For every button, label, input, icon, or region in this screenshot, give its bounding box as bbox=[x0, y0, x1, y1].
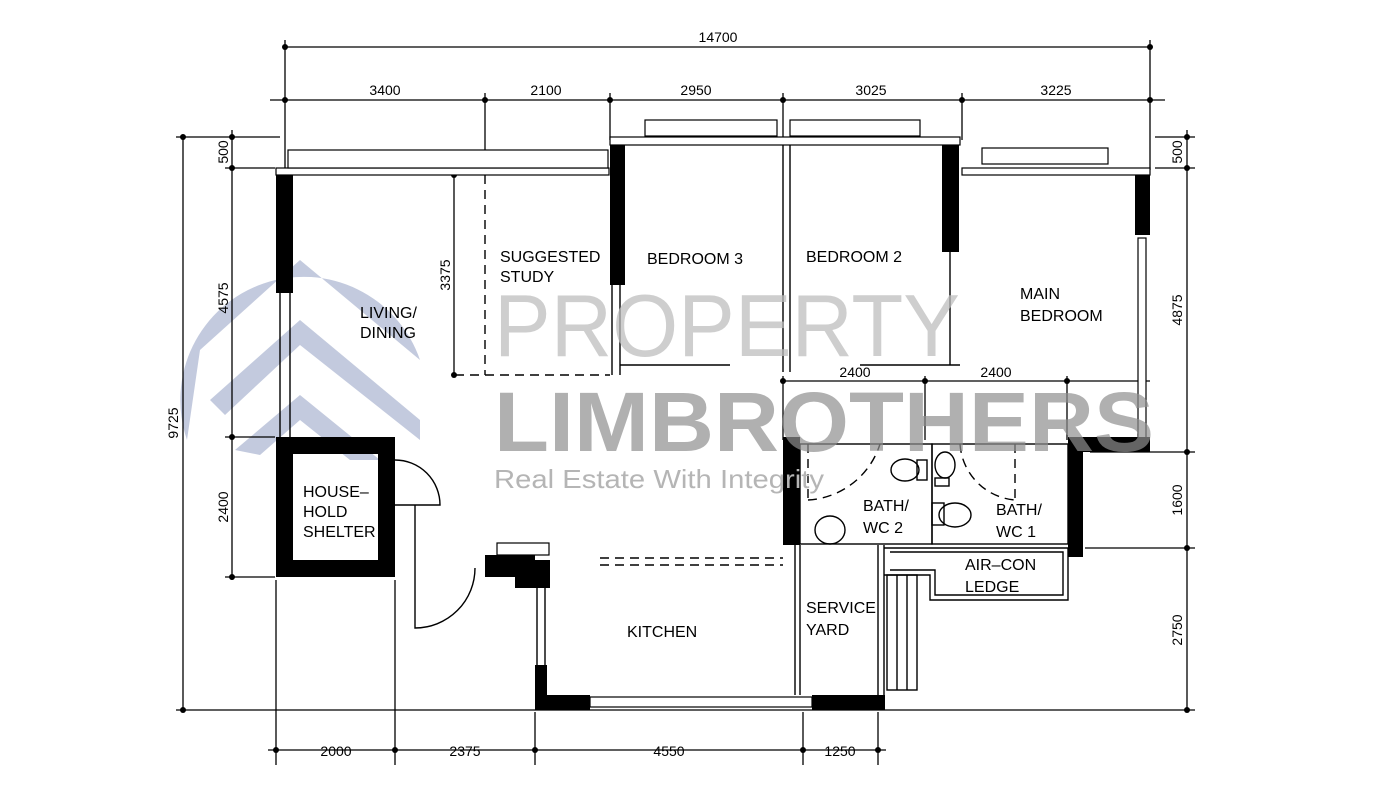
dim-right-3: 1600 bbox=[1169, 484, 1185, 515]
watermark: PROPERTY LIMBROTHERS Real Estate With In… bbox=[494, 276, 1154, 494]
dim-left-1: 500 bbox=[215, 140, 231, 164]
dim-bath-2-width: 2400 bbox=[839, 364, 870, 380]
dim-top-5: 3225 bbox=[1040, 82, 1071, 98]
dim-top-4: 3025 bbox=[855, 82, 886, 98]
room-kitchen: KITCHEN bbox=[627, 624, 697, 641]
dimension-labels: 14700 3400 2100 2950 3025 3225 9725 500 … bbox=[165, 29, 1185, 759]
walls bbox=[275, 119, 1151, 710]
dim-study-depth: 3375 bbox=[437, 259, 453, 290]
room-bedroom-2: BEDROOM 2 bbox=[806, 249, 902, 266]
room-bedroom-3: BEDROOM 3 bbox=[647, 251, 743, 268]
dim-overall-width: 14700 bbox=[699, 29, 738, 45]
dim-top-1: 3400 bbox=[369, 82, 400, 98]
dim-bottom-4: 1250 bbox=[824, 743, 855, 759]
dim-bottom-2: 2375 bbox=[449, 743, 480, 759]
room-bath-wc-2: BATH/WC 2 bbox=[863, 498, 909, 537]
dim-top-2: 2100 bbox=[530, 82, 561, 98]
dim-bottom-1: 2000 bbox=[320, 743, 351, 759]
room-bath-wc-1: BATH/WC 1 bbox=[996, 502, 1042, 541]
dim-right-4: 2750 bbox=[1169, 614, 1185, 645]
dim-top-3: 2950 bbox=[680, 82, 711, 98]
watermark-line-1: PROPERTY bbox=[494, 276, 960, 375]
dim-left-3: 2400 bbox=[215, 491, 231, 522]
watermark-tagline: Real Estate With Integrity bbox=[494, 464, 824, 494]
watermark-line-2: LIMBROTHERS bbox=[494, 375, 1154, 469]
dim-left-overall: 9725 bbox=[165, 407, 181, 438]
dim-left-2: 4575 bbox=[215, 282, 231, 313]
dim-bottom-3: 4550 bbox=[653, 743, 684, 759]
dimension-lines bbox=[176, 40, 1195, 765]
dim-right-1: 500 bbox=[1169, 140, 1185, 164]
dim-bath-1-width: 2400 bbox=[980, 364, 1011, 380]
dim-right-2: 4875 bbox=[1169, 294, 1185, 325]
room-living-dining: LIVING/DINING bbox=[360, 305, 417, 342]
